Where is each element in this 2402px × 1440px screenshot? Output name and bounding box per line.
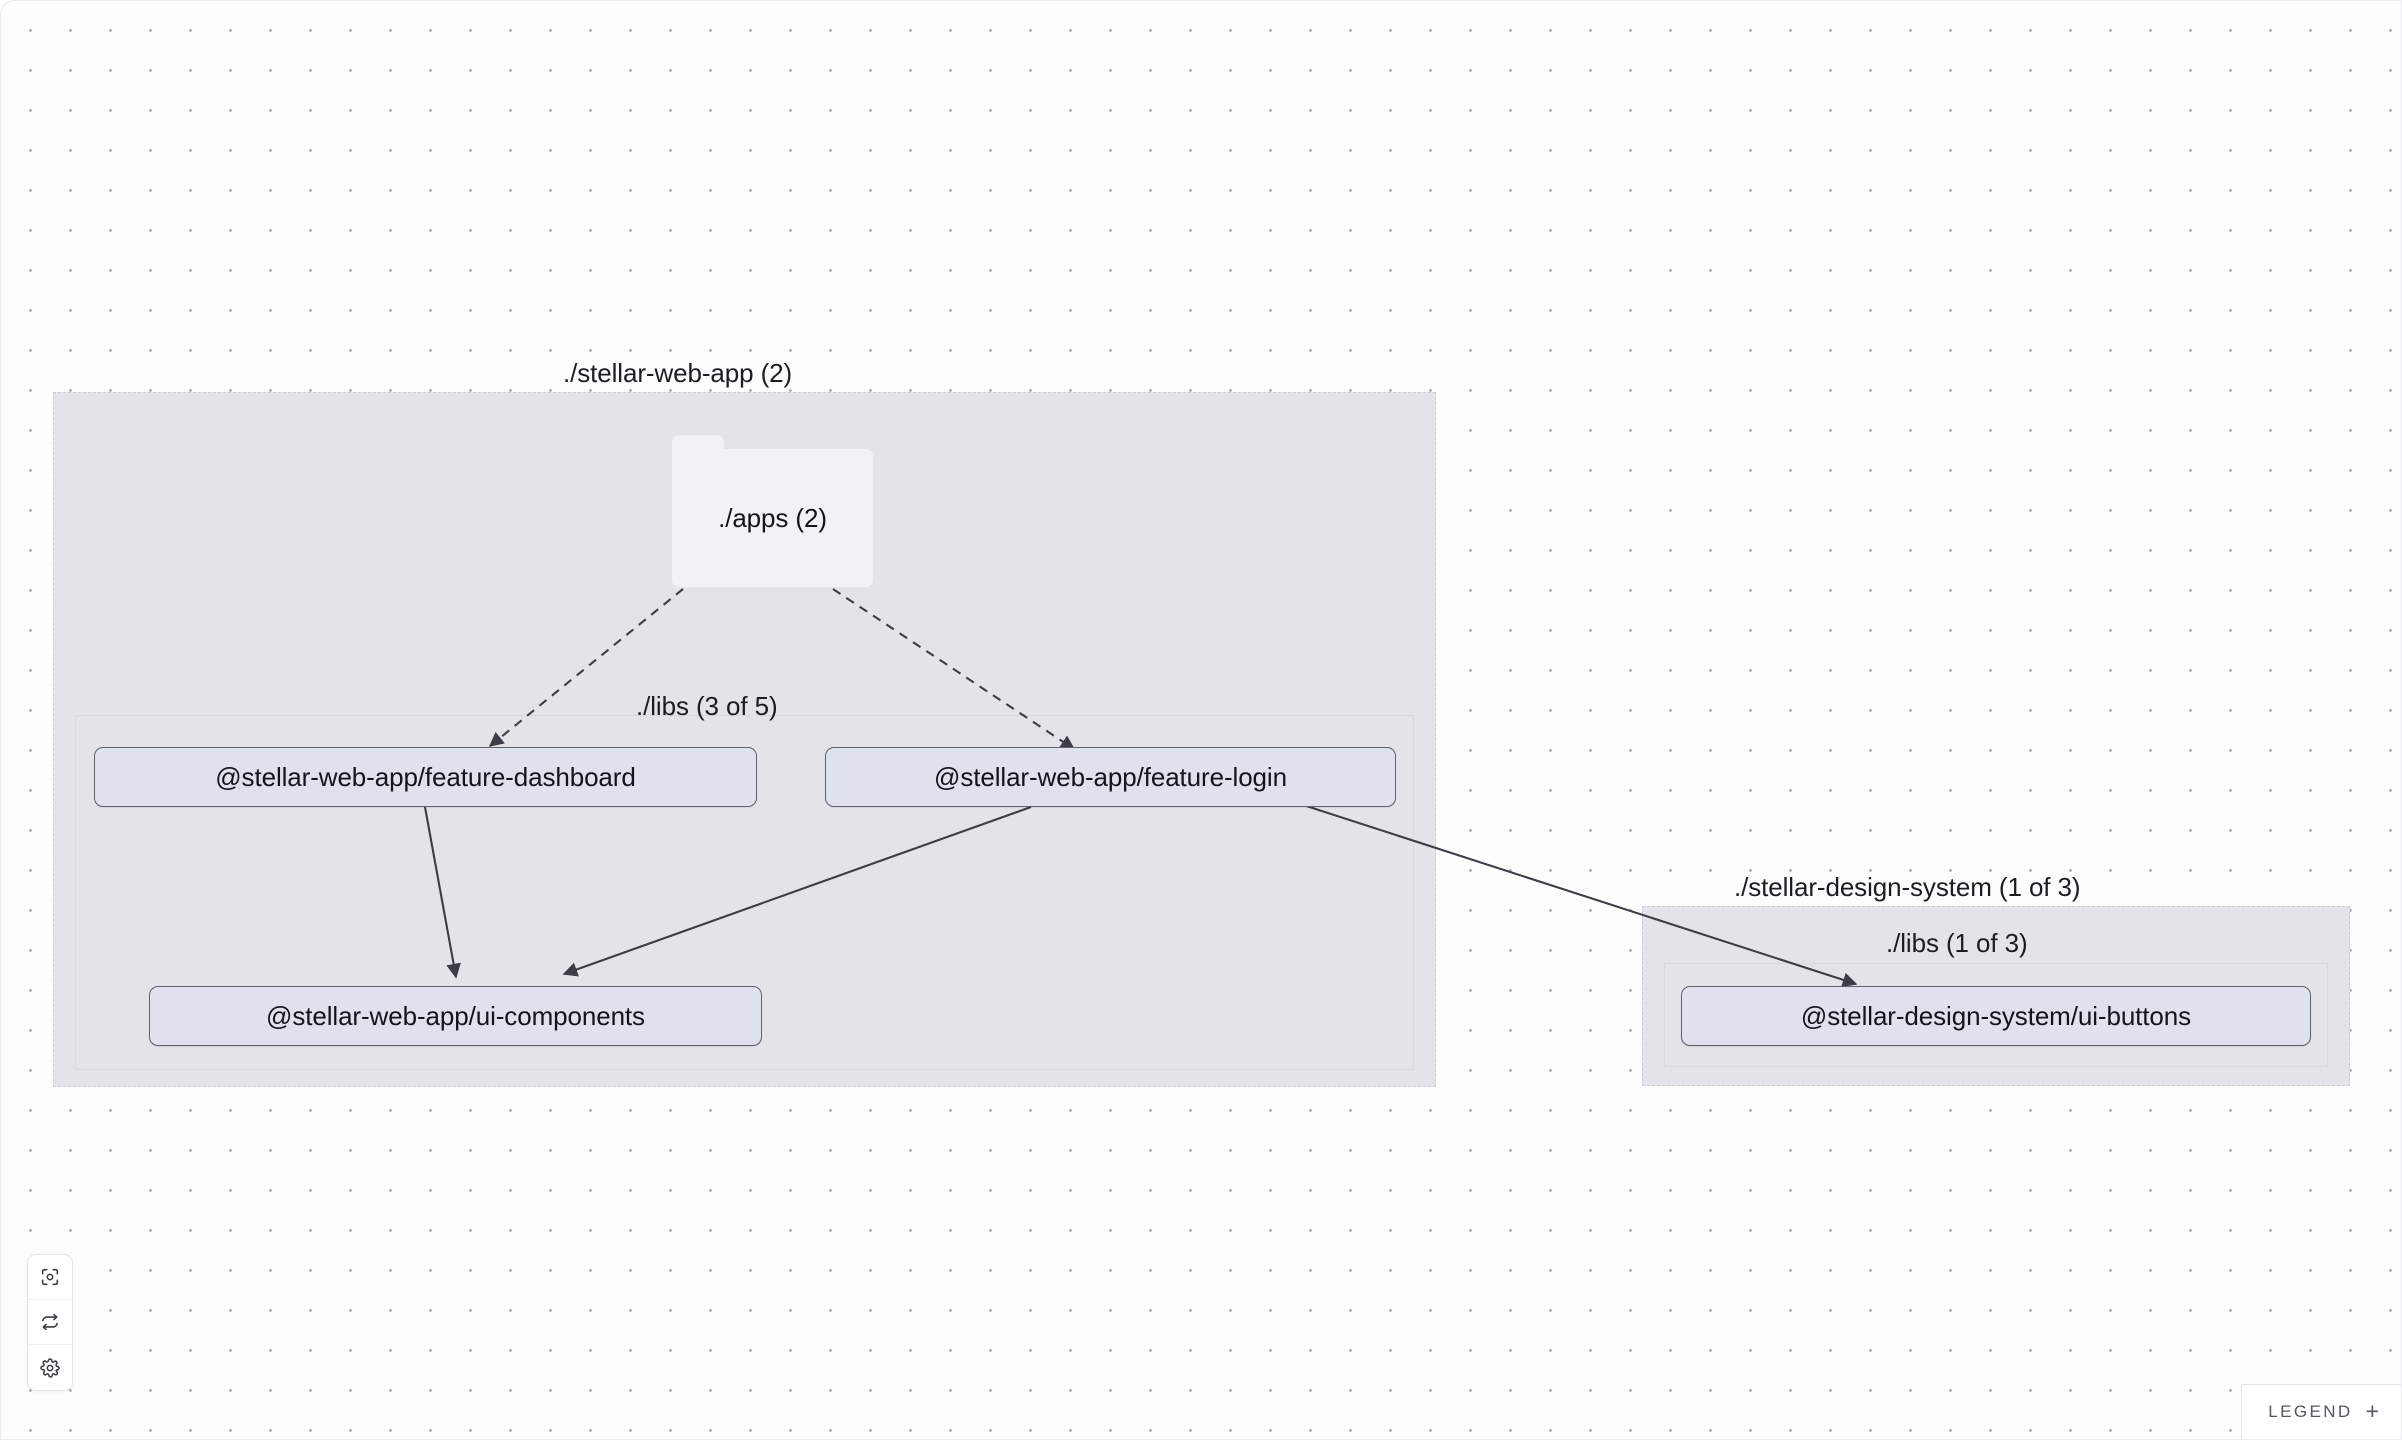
gear-icon <box>39 1357 61 1379</box>
focus-icon <box>39 1266 61 1288</box>
node-ui-buttons[interactable]: @stellar-design-system/ui-buttons <box>1681 986 2311 1046</box>
group-label-design-system-libs: ./libs (1 of 3) <box>1886 928 2028 958</box>
project-label-stellar-design-system: ./stellar-design-system (1 of 3) <box>1734 872 2081 902</box>
legend-label: LEGEND <box>2268 1401 2353 1421</box>
node-feature-dashboard-label: @stellar-web-app/feature-dashboard <box>215 761 636 792</box>
node-feature-login-label: @stellar-web-app/feature-login <box>934 761 1287 792</box>
group-label-web-app-libs: ./libs (3 of 5) <box>636 691 778 721</box>
node-ui-components-label: @stellar-web-app/ui-components <box>266 1000 645 1031</box>
legend-toggle[interactable]: LEGEND + <box>2241 1384 2401 1439</box>
project-label-stellar-web-app: ./stellar-web-app (2) <box>563 358 793 388</box>
folder-node-apps[interactable]: ./apps (2) <box>672 435 873 587</box>
folder-tab <box>672 435 724 453</box>
node-feature-dashboard[interactable]: @stellar-web-app/feature-dashboard <box>94 747 757 807</box>
graph-controls[interactable] <box>27 1254 73 1391</box>
refresh-icon <box>39 1311 61 1333</box>
node-ui-buttons-label: @stellar-design-system/ui-buttons <box>1800 1000 2192 1031</box>
graph-settings-button[interactable] <box>28 1345 72 1390</box>
node-feature-login[interactable]: @stellar-web-app/feature-login <box>825 747 1396 807</box>
refresh-graph-button[interactable] <box>28 1300 72 1345</box>
plus-icon: + <box>2365 1398 2379 1424</box>
focus-graph-button[interactable] <box>28 1255 72 1300</box>
node-ui-components[interactable]: @stellar-web-app/ui-components <box>149 986 762 1046</box>
folder-node-apps-label: ./apps (2) <box>672 449 873 587</box>
